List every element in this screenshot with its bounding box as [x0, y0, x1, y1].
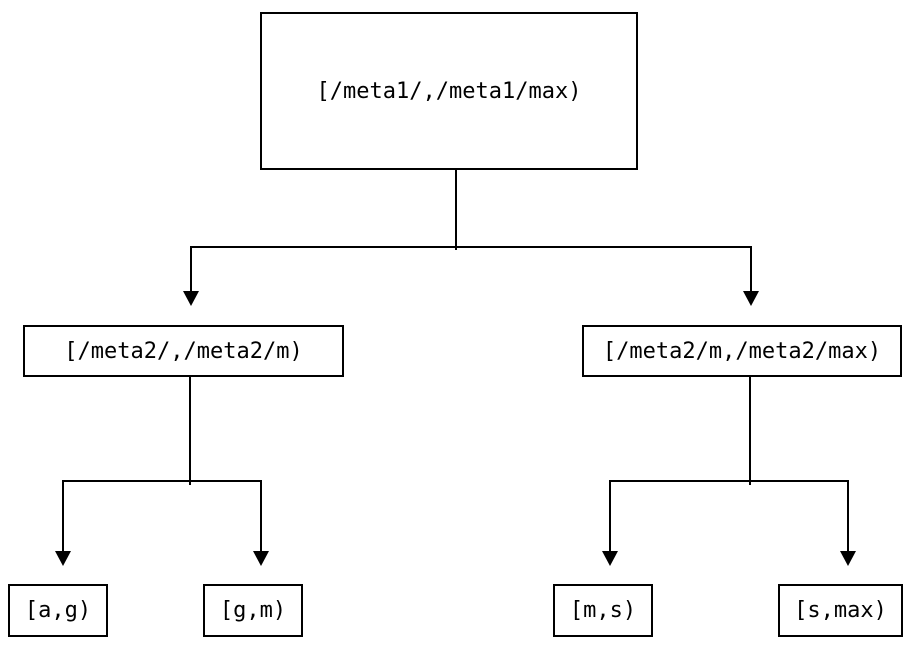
node-leaf-smax-label: [s,max): [794, 598, 887, 623]
arrowhead-leaf-ag: [55, 551, 71, 566]
node-leaf-smax: [s,max): [778, 584, 903, 637]
node-mid-right: [/meta2/m,/meta2/max): [582, 325, 902, 377]
node-leaf-ag-label: [a,g): [24, 598, 92, 623]
arrowhead-leaf-ms: [602, 551, 618, 566]
arrowhead-mid-left: [183, 291, 199, 306]
node-leaf-ms: [m,s): [553, 584, 653, 637]
arrowhead-leaf-gm: [253, 551, 269, 566]
node-leaf-gm-label: [g,m): [219, 598, 287, 623]
node-mid-left: [/meta2/,/meta2/m): [23, 325, 344, 377]
node-mid-right-label: [/meta2/m,/meta2/max): [602, 338, 882, 364]
arrowhead-mid-right: [743, 291, 759, 306]
node-root-label: [/meta1/,/meta1/max): [316, 78, 582, 104]
arrowhead-leaf-smax: [840, 551, 856, 566]
node-leaf-gm: [g,m): [203, 584, 303, 637]
node-leaf-ms-label: [m,s): [569, 598, 637, 623]
node-mid-left-label: [/meta2/,/meta2/m): [64, 338, 303, 364]
node-root: [/meta1/,/meta1/max): [260, 12, 638, 170]
node-leaf-ag: [a,g): [8, 584, 108, 637]
